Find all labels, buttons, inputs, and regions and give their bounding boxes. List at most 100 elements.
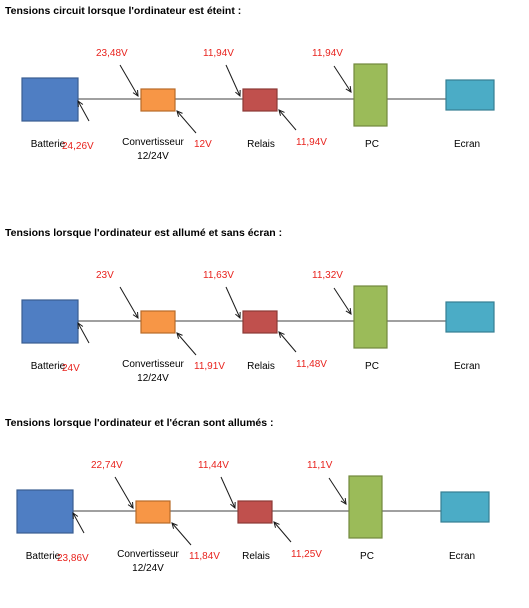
arrow-pc-in-shaft [328, 477, 347, 505]
battery-label: Batterie [31, 139, 66, 150]
arrow-pc-in [328, 477, 347, 505]
arrow-pc-in-head [345, 85, 352, 93]
pc-box [353, 63, 388, 127]
screen-label: Ecran [449, 551, 475, 562]
voltage-battery-out: 24,26V [62, 141, 94, 152]
arrow-battery-out-head [77, 99, 84, 108]
voltage-battery-out: 24V [62, 363, 80, 374]
battery-label: Batterie [26, 551, 61, 562]
converter-box [140, 310, 176, 334]
scenario-title: Tensions lorsque l'ordinateur est allumé… [5, 227, 282, 239]
arrow-converter-out-head [176, 332, 183, 339]
relay-box [242, 310, 278, 334]
scenario-2: Tensions lorsque l'ordinateur est allumé… [5, 227, 495, 384]
relay-label: Relais [247, 361, 275, 372]
voltage-pc-in: 11,1V [307, 460, 333, 471]
voltage-converter-out: 11,91V [194, 361, 225, 372]
arrow-relay-in-shaft [225, 64, 241, 97]
arrow-relay-in-head [235, 311, 241, 320]
arrow-relay-out-shaft [278, 331, 297, 353]
arrow-relay-in-shaft [220, 476, 236, 509]
arrow-battery-out [77, 321, 90, 344]
screen-box [445, 301, 495, 333]
screen-label: Ecran [454, 139, 480, 150]
voltage-pc-in: 11,32V [312, 270, 343, 281]
voltage-converter-out: 12V [194, 139, 212, 150]
arrow-converter-out-head [176, 110, 183, 117]
arrow-relay-out-shaft [278, 109, 297, 131]
converter-box [135, 500, 171, 524]
arrow-relay-out [278, 109, 297, 131]
arrow-converter-out-head [171, 522, 178, 529]
arrow-battery-out-head [77, 321, 84, 330]
voltage-relay-out: 11,48V [296, 359, 327, 370]
arrow-pc-in [333, 287, 352, 315]
converter-label: Convertisseur [117, 549, 179, 560]
arrow-converter-in-head [132, 89, 139, 97]
voltage-relay-in: 11,44V [198, 460, 229, 471]
pc-label: PC [365, 139, 379, 150]
converter-sublabel: 12/24V [137, 151, 169, 162]
screen-box [445, 79, 495, 111]
scenario-3: Tensions lorsque l'ordinateur et l'écran… [5, 417, 490, 574]
relay-box [237, 500, 273, 524]
converter-label: Convertisseur [122, 359, 184, 370]
arrow-relay-out-shaft [273, 521, 292, 543]
scenario-1: Tensions circuit lorsque l'ordinateur es… [5, 5, 495, 162]
arrow-relay-out-head [278, 109, 285, 116]
pc-label: PC [365, 361, 379, 372]
battery-box [21, 77, 79, 122]
arrow-converter-out [176, 110, 197, 134]
voltage-relay-in: 11,94V [203, 48, 234, 59]
converter-box [140, 88, 176, 112]
scenario-title: Tensions lorsque l'ordinateur et l'écran… [5, 417, 274, 429]
arrow-converter-out-shaft [176, 110, 197, 134]
voltage-converter-in: 23V [96, 270, 114, 281]
arrow-battery-out-shaft [77, 100, 90, 122]
arrow-relay-out-head [278, 331, 285, 338]
battery-box [16, 489, 74, 534]
arrow-battery-out [77, 99, 90, 122]
arrow-relay-in-shaft [225, 286, 241, 319]
arrow-converter-in-shaft [119, 64, 139, 97]
arrow-relay-out [278, 331, 297, 353]
arrow-relay-in [225, 64, 241, 98]
arrow-pc-in-shaft [333, 65, 352, 93]
arrow-relay-out [273, 521, 292, 543]
arrow-relay-out-head [273, 521, 280, 528]
arrow-battery-out-shaft [72, 512, 85, 534]
pc-label: PC [360, 551, 374, 562]
relay-box [242, 88, 278, 112]
arrow-converter-out-shaft [171, 522, 192, 546]
arrow-pc-in [333, 65, 352, 93]
arrow-battery-out-shaft [77, 322, 90, 344]
relay-label: Relais [242, 551, 270, 562]
battery-box [21, 299, 79, 344]
voltage-converter-in: 23,48V [96, 48, 128, 59]
converter-label: Convertisseur [122, 137, 184, 148]
arrow-pc-in-shaft [333, 287, 352, 315]
arrow-relay-in [220, 476, 236, 510]
arrow-relay-in [225, 286, 241, 320]
pc-box [348, 475, 383, 539]
voltage-relay-out: 11,25V [291, 549, 322, 560]
pc-box [353, 285, 388, 349]
voltage-converter-out: 11,84V [189, 551, 220, 562]
voltage-converter-in: 22,74V [91, 460, 123, 471]
voltage-pc-in: 11,94V [312, 48, 343, 59]
arrow-pc-in-head [345, 307, 352, 315]
arrow-converter-in [119, 64, 139, 97]
arrow-converter-in [114, 476, 134, 509]
relay-label: Relais [247, 139, 275, 150]
arrow-converter-in-head [132, 311, 139, 319]
arrow-converter-in-shaft [119, 286, 139, 319]
battery-label: Batterie [31, 361, 66, 372]
arrow-relay-in-head [235, 89, 241, 98]
screen-box [440, 491, 490, 523]
arrow-converter-out-shaft [176, 332, 197, 356]
arrow-converter-in [119, 286, 139, 319]
converter-sublabel: 12/24V [137, 373, 169, 384]
arrow-converter-in-shaft [114, 476, 134, 509]
arrow-battery-out-head [72, 511, 79, 520]
